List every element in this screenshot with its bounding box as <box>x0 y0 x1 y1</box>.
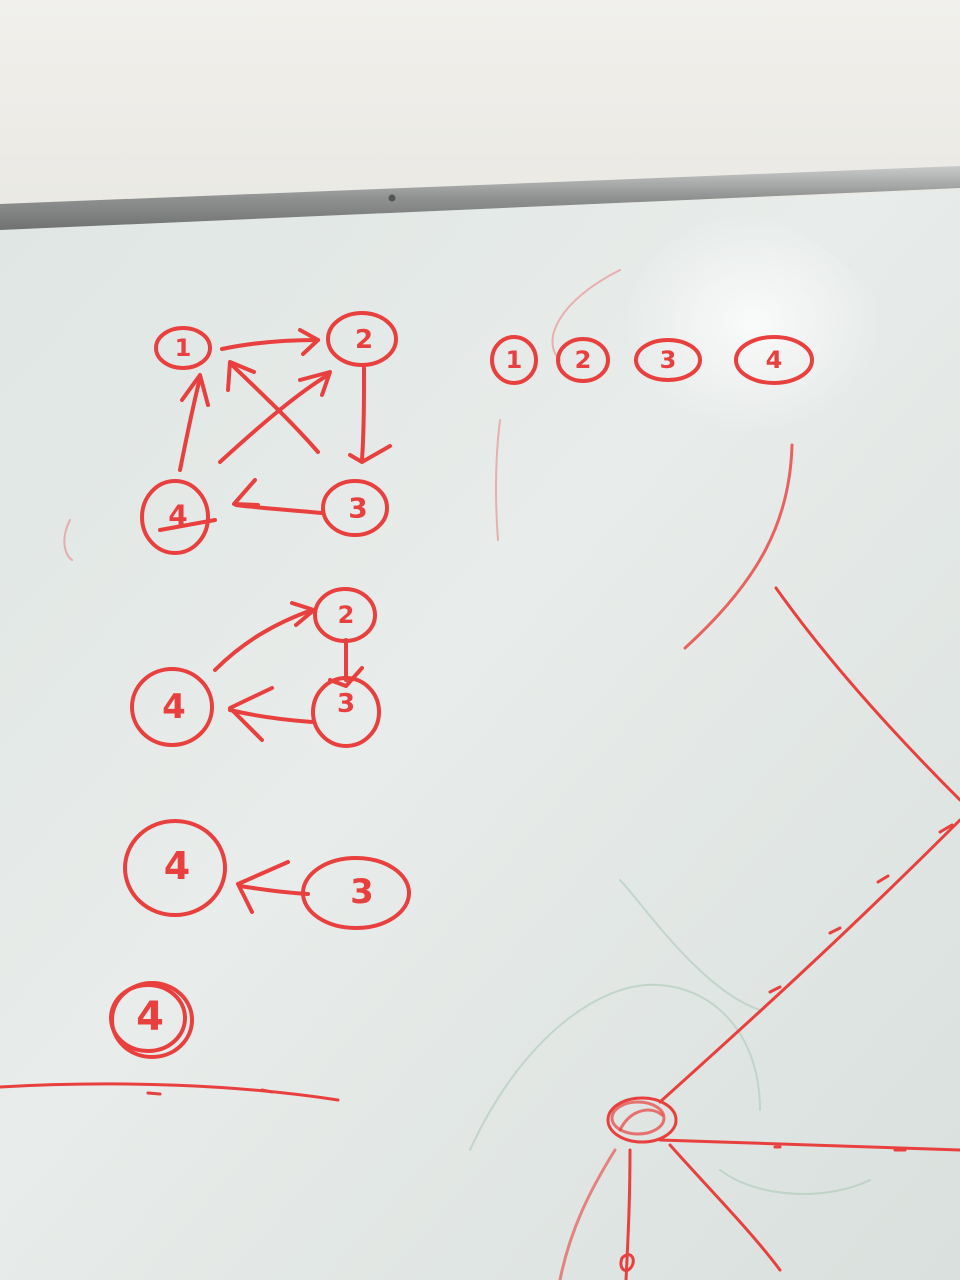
order-node-1: 1 <box>506 346 523 374</box>
ray-horizontal <box>658 1138 960 1152</box>
arrowhead-3-4 <box>232 478 260 507</box>
arrowhead-3-4-g2 <box>228 686 274 742</box>
g3-node-4: 4 <box>164 844 190 888</box>
edge-4-1 <box>178 376 202 472</box>
ray-upper-right <box>774 586 960 802</box>
board-frame <box>0 166 960 230</box>
edge-3-4-g3 <box>238 884 310 896</box>
ray-down <box>624 1148 632 1280</box>
g3-node-4-circle <box>123 819 227 917</box>
arrowhead-1-2 <box>298 328 320 356</box>
graph-3-labels: 4 3 <box>164 844 374 912</box>
g4-node-4: 4 <box>136 994 164 1040</box>
arc-stroke <box>683 443 794 650</box>
edge-2-3 <box>360 366 366 462</box>
baseline-stroke <box>0 1082 340 1102</box>
graph-1-node-1: 1 <box>175 334 192 362</box>
star-diagram <box>558 443 960 1280</box>
order-node-4-circle <box>734 335 814 385</box>
arrowhead-2-3-g2 <box>328 666 364 688</box>
graph-1-node-3: 3 <box>348 492 367 525</box>
edge-4-2-g2 <box>213 608 314 672</box>
graph-4-labels: 4 <box>136 994 164 1040</box>
edge-1-2 <box>220 338 320 351</box>
edge-3-4-g2 <box>228 708 314 724</box>
arrowhead-3-4-g3 <box>236 860 290 914</box>
order-node-4: 4 <box>766 346 783 374</box>
order-node-2: 2 <box>575 346 592 374</box>
order-node-1-circle <box>490 335 538 385</box>
frame-screw <box>388 194 396 202</box>
node-1-circle <box>154 326 212 370</box>
arrowhead-2-3 <box>348 444 392 464</box>
arrowhead-3-1 <box>226 360 256 392</box>
edge-3-1 <box>230 363 320 454</box>
graph-3 <box>123 819 411 930</box>
arrowhead-4-1 <box>180 373 210 407</box>
g2-node-3: 3 <box>337 689 355 719</box>
order-row-labels: 1 2 3 4 <box>506 346 783 374</box>
g2-node-2: 2 <box>338 601 355 629</box>
order-row <box>490 335 814 385</box>
graph-1-labels: 1 2 3 4 <box>168 325 373 532</box>
order-node-3: 3 <box>660 346 677 374</box>
center-node <box>606 1096 678 1144</box>
graph-2-labels: 2 3 4 <box>162 601 355 727</box>
arrowhead-4-2-g2 <box>290 601 316 627</box>
order-node-2-circle <box>556 337 610 383</box>
ray-down-right <box>668 1143 782 1272</box>
ray-diagonal <box>658 818 960 1104</box>
g3-node-3: 3 <box>350 872 374 912</box>
node-4-circle <box>140 479 210 555</box>
graph-4 <box>109 981 194 1059</box>
faint-red-marks <box>63 269 621 561</box>
g2-node-4-circle <box>130 667 214 747</box>
g2-node-4: 4 <box>162 687 186 727</box>
graph-1 <box>140 311 398 555</box>
edge-4-2 <box>218 373 330 464</box>
graph-1-node-4: 4 <box>168 499 187 532</box>
order-node-3-circle <box>634 338 702 382</box>
ray-down-left <box>558 1148 617 1280</box>
g4-node-4-circle-retrace <box>109 983 187 1053</box>
node-2-circle <box>326 311 398 367</box>
arrowhead-4-2 <box>298 370 332 397</box>
graph-1-node-2: 2 <box>355 325 373 355</box>
node-4-strike <box>158 518 217 532</box>
erased-marks <box>469 879 871 1195</box>
graph-2 <box>130 587 381 748</box>
node-3-circle <box>321 479 389 537</box>
glare <box>400 200 920 640</box>
